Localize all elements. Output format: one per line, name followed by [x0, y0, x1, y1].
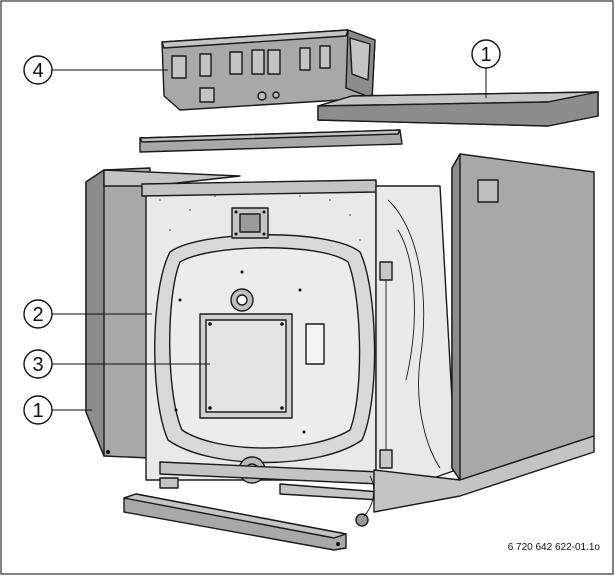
- reference-code: 6 720 642 622-01.1o: [508, 542, 601, 553]
- tank-body: [141, 179, 457, 491]
- callout-4-number: 4: [32, 60, 43, 82]
- callout-1-top: 1: [471, 39, 501, 98]
- right-side-panel: [373, 153, 595, 513]
- callout-3: 3: [23, 349, 210, 379]
- left-side-panel: [85, 167, 241, 459]
- control-housing: [161, 29, 376, 111]
- callout-3-number: 3: [32, 354, 43, 376]
- callout-1-top-number: 1: [480, 44, 491, 66]
- callout-1-left: 1: [23, 395, 92, 425]
- bottom-strip: [123, 493, 347, 551]
- base-frame: [159, 461, 381, 527]
- callout-4: 4: [23, 55, 168, 85]
- callout-2: 2: [23, 299, 152, 329]
- top-cover-panel: [317, 91, 599, 127]
- top-strip: [139, 129, 403, 153]
- callout-1-left-number: 1: [32, 400, 43, 422]
- callout-2-number: 2: [32, 304, 43, 326]
